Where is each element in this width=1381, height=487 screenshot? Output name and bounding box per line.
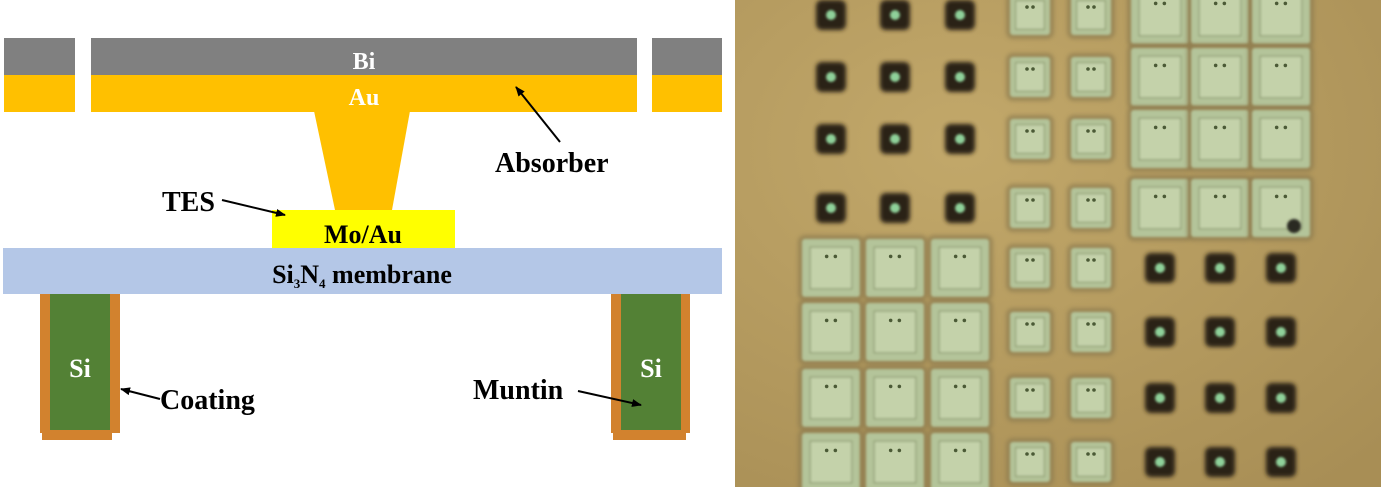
pixel-absorber-small bbox=[1006, 374, 1054, 422]
pixel-absorber-small bbox=[1067, 244, 1115, 292]
pixel-absorber-small bbox=[1006, 0, 1054, 39]
membrane-n: N bbox=[300, 260, 319, 289]
pixel-absorber-large bbox=[1187, 44, 1253, 110]
pixel-dot bbox=[1266, 383, 1296, 413]
pixel-dot bbox=[1145, 253, 1175, 283]
pixel-dot bbox=[1205, 253, 1235, 283]
pixel-dot bbox=[1145, 447, 1175, 477]
pixel-absorber-large bbox=[862, 235, 928, 301]
pixel-absorber-large bbox=[798, 299, 864, 365]
pixel-absorber-small bbox=[1067, 374, 1115, 422]
pixel-absorber-large bbox=[1187, 175, 1253, 241]
pixel-absorber-large bbox=[1248, 44, 1314, 110]
pixel-dot bbox=[816, 0, 846, 30]
pixel-dot bbox=[1145, 383, 1175, 413]
label-absorber: Absorber bbox=[495, 148, 609, 179]
pixel-dot bbox=[880, 62, 910, 92]
label-tes: TES bbox=[162, 187, 215, 218]
pixel-absorber-large bbox=[1127, 106, 1193, 172]
pixel-absorber-small bbox=[1067, 0, 1115, 39]
label-si-right: Si bbox=[640, 354, 662, 383]
arrow-absorber bbox=[515, 86, 561, 143]
pixel-absorber-large bbox=[798, 365, 864, 431]
pixel-dot bbox=[1205, 447, 1235, 477]
pixel-absorber-small bbox=[1067, 308, 1115, 356]
membrane-si: Si bbox=[272, 260, 294, 289]
pixel-dot bbox=[1266, 253, 1296, 283]
pixel-dot bbox=[945, 124, 975, 154]
label-membrane: Si3N4 membrane bbox=[272, 260, 452, 291]
pixel-absorber-large bbox=[1187, 106, 1253, 172]
tes-mo-au-block bbox=[272, 210, 455, 248]
pixel-absorber-small bbox=[1006, 244, 1054, 292]
pixel-absorber-large bbox=[1248, 0, 1314, 48]
au-layer-left bbox=[4, 75, 75, 112]
label-muntin: Muntin bbox=[473, 375, 564, 406]
pixel-dot bbox=[945, 0, 975, 30]
label-au: Au bbox=[349, 85, 380, 111]
label-mo-au: Mo/Au bbox=[324, 220, 402, 249]
pixel-dot bbox=[1266, 447, 1296, 477]
pixel-absorber-small bbox=[1006, 308, 1054, 356]
pixel-absorber-small bbox=[1006, 184, 1054, 232]
pixel-absorber-large bbox=[798, 235, 864, 301]
pixel-dot bbox=[880, 0, 910, 30]
pixel-absorber-small bbox=[1067, 53, 1115, 101]
au-layer-center bbox=[91, 75, 637, 112]
pixel-absorber-large bbox=[862, 299, 928, 365]
membrane-sub-3: 3 bbox=[294, 276, 301, 291]
arrow-coating bbox=[120, 387, 161, 400]
pixel-dot bbox=[816, 124, 846, 154]
pixel-dot bbox=[880, 124, 910, 154]
label-si-left: Si bbox=[69, 354, 91, 383]
pixel-absorber-small bbox=[1006, 115, 1054, 163]
pixel-array bbox=[798, 0, 1314, 487]
pixel-absorber-large bbox=[1248, 175, 1314, 241]
pixel-absorber-large bbox=[927, 299, 993, 365]
label-coating: Coating bbox=[160, 385, 255, 416]
pixel-absorber-large bbox=[1127, 44, 1193, 110]
pixel-dot bbox=[1266, 317, 1296, 347]
debris-spot bbox=[1287, 219, 1301, 233]
bi-layer-center bbox=[91, 38, 637, 75]
bi-layer-left bbox=[4, 38, 75, 75]
pixel-absorber-large bbox=[927, 429, 993, 487]
pixel-absorber-large bbox=[1127, 0, 1193, 48]
pixel-dot bbox=[816, 62, 846, 92]
pixel-absorber-large bbox=[1187, 0, 1253, 48]
si-post-right bbox=[621, 294, 681, 430]
pixel-absorber-large bbox=[927, 235, 993, 301]
si3n4-membrane bbox=[3, 248, 722, 294]
pixel-dot bbox=[1205, 383, 1235, 413]
membrane-word: membrane bbox=[326, 260, 452, 289]
pixel-absorber-small bbox=[1006, 438, 1054, 486]
bi-layer-right bbox=[652, 38, 722, 75]
au-stem bbox=[314, 111, 410, 210]
arrow-tes bbox=[221, 199, 286, 217]
pixel-absorber-small bbox=[1067, 438, 1115, 486]
pixel-dot bbox=[816, 193, 846, 223]
pixel-dot bbox=[1145, 317, 1175, 347]
pixel-absorber-large bbox=[862, 429, 928, 487]
au-layer-right bbox=[652, 75, 722, 112]
pixel-dot bbox=[880, 193, 910, 223]
pixel-dot bbox=[945, 193, 975, 223]
tes-cross-section-diagram: Bi Au Mo/Au Si3N4 membrane Si Si Absorbe… bbox=[3, 38, 722, 440]
arrow-muntin bbox=[577, 390, 642, 407]
pixel-absorber-large bbox=[1127, 175, 1193, 241]
membrane-sub-4: 4 bbox=[319, 276, 326, 291]
pixel-absorber-large bbox=[862, 365, 928, 431]
pixel-absorber-small bbox=[1067, 115, 1115, 163]
pixel-absorber-small bbox=[1067, 184, 1115, 232]
pixel-absorber-small bbox=[1006, 53, 1054, 101]
pixel-absorber-large bbox=[798, 429, 864, 487]
pixel-dot bbox=[945, 62, 975, 92]
pixel-dot bbox=[1205, 317, 1235, 347]
label-bi: Bi bbox=[353, 49, 376, 75]
pixel-absorber-large bbox=[927, 365, 993, 431]
pixel-absorber-large bbox=[1248, 106, 1314, 172]
si-post-left bbox=[50, 294, 110, 430]
